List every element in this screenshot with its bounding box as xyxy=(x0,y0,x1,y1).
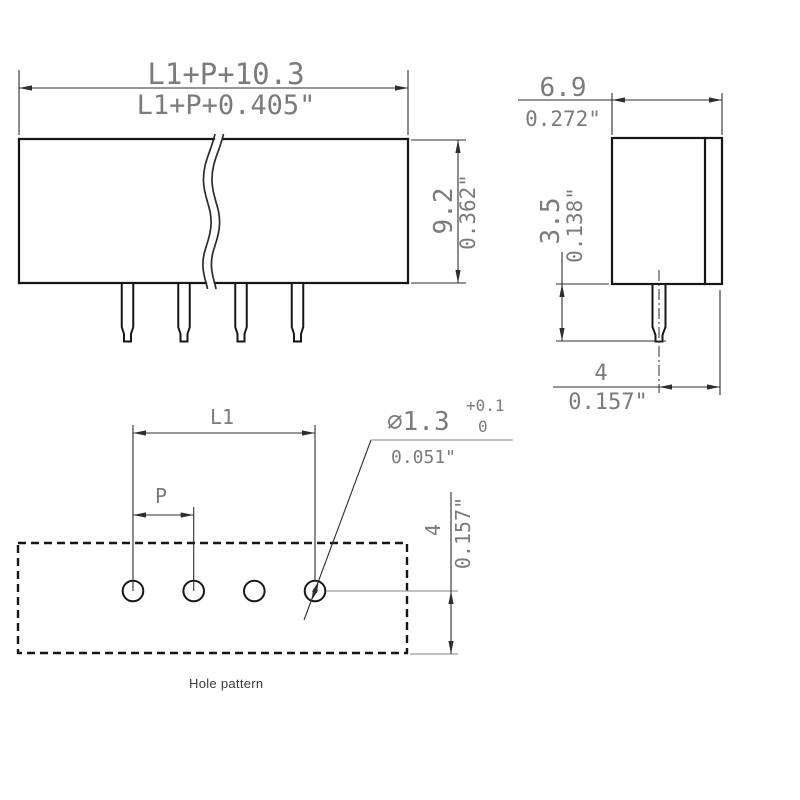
dim-hole-offset-mm: 4 xyxy=(421,524,445,536)
dim-hole-pitch-label: P xyxy=(155,484,167,508)
side-width-dimension: 6.9 0.272" xyxy=(518,73,723,135)
dim-pin-length-in: 0.138" xyxy=(563,187,587,263)
dim-hole-dia-in: 0.051" xyxy=(391,447,456,468)
dim-pin-offset-in: 0.157" xyxy=(568,390,647,415)
break-line-left xyxy=(202,133,216,290)
dim-hole-span-label: L1 xyxy=(210,405,234,429)
front-width-dimension: L1+P+10.3 L1+P+0.405" xyxy=(18,57,409,135)
side-pin-offset-dimension: 4 0.157" xyxy=(553,290,721,415)
front-height-dimension: 9.2 0.362" xyxy=(411,139,480,284)
side-view-body xyxy=(610,136,724,393)
break-line-right xyxy=(210,133,225,290)
front-view-body xyxy=(17,133,410,290)
dim-side-width-mm: 6.9 xyxy=(540,73,587,103)
dim-hole-dia-mm: ⌀1.3 xyxy=(387,407,450,437)
pin-4 xyxy=(290,282,305,343)
hole-span-dimension: L1 xyxy=(132,405,316,591)
dim-front-height-in: 0.362" xyxy=(456,174,480,250)
hole-diameter-callout: ⌀1.3 +0.1 0 0.051" xyxy=(303,396,513,621)
dim-hole-dia-tol-lower: 0 xyxy=(478,417,488,436)
dim-front-width-mm: L1+P+10.3 xyxy=(147,57,304,91)
board-outline xyxy=(16,541,409,655)
pin-3 xyxy=(234,282,248,343)
dim-hole-dia-tol-upper: +0.1 xyxy=(466,396,505,415)
hole-pitch-dimension: P xyxy=(133,484,195,591)
pin-2 xyxy=(177,282,191,343)
pin-1 xyxy=(120,282,135,343)
dim-pin-offset-mm: 4 xyxy=(594,361,607,386)
hole-3 xyxy=(243,579,266,603)
dim-pin-length-mm: 3.5 xyxy=(536,198,566,245)
dim-front-width-in: L1+P+0.405" xyxy=(137,90,316,121)
side-pin-length-dimension: 3.5 0.138" xyxy=(536,187,666,342)
dim-hole-offset-in: 0.157" xyxy=(451,497,475,569)
hole-edge-offset-dimension: 4 0.157" xyxy=(326,492,475,655)
hole-pattern-outline xyxy=(16,541,409,655)
hole-pattern-caption: Hole pattern xyxy=(189,676,263,691)
dim-front-height-mm: 9.2 xyxy=(429,188,459,235)
dim-side-width-in: 0.272" xyxy=(525,107,601,131)
front-view-pins xyxy=(120,282,305,343)
